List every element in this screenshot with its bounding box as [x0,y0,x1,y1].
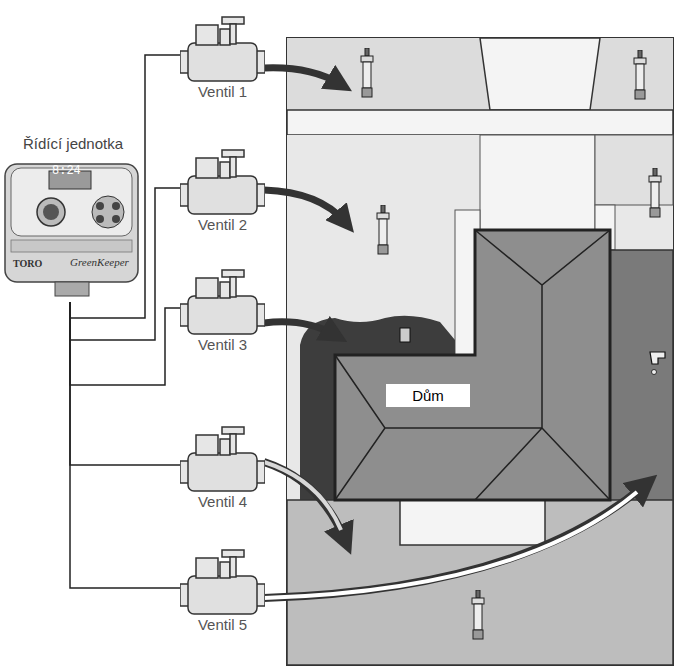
controller-unit: Řídící jednotka [3,135,143,302]
display-readout: 8:24 [52,164,81,178]
control-wire [70,302,180,385]
controller-icon [3,162,140,302]
brand-name: TORO [13,258,42,269]
valve-label: Ventil 5 [180,616,265,633]
valve-label: Ventil 1 [180,83,265,100]
control-wire [70,302,180,588]
valve-label: Ventil 4 [180,493,265,510]
valve-label: Ventil 3 [180,336,265,353]
valve: Ventil 5 [180,548,265,633]
valve-icon [180,15,265,83]
valve: Ventil 2 [180,148,265,233]
house-label-box: Dům [386,384,470,407]
valve: Ventil 1 [180,15,265,100]
control-wire [70,302,180,465]
model-name: GreenKeeper [70,256,129,268]
valve-icon [180,425,265,493]
valve: Ventil 4 [180,425,265,510]
valve-icon [180,268,265,336]
valve: Ventil 3 [180,268,265,353]
controller-label: Řídící jednotka [3,135,143,152]
valve-icon [180,548,265,616]
valve-label: Ventil 2 [180,216,265,233]
house-label: Dům [400,387,456,404]
valve-icon [180,148,265,216]
